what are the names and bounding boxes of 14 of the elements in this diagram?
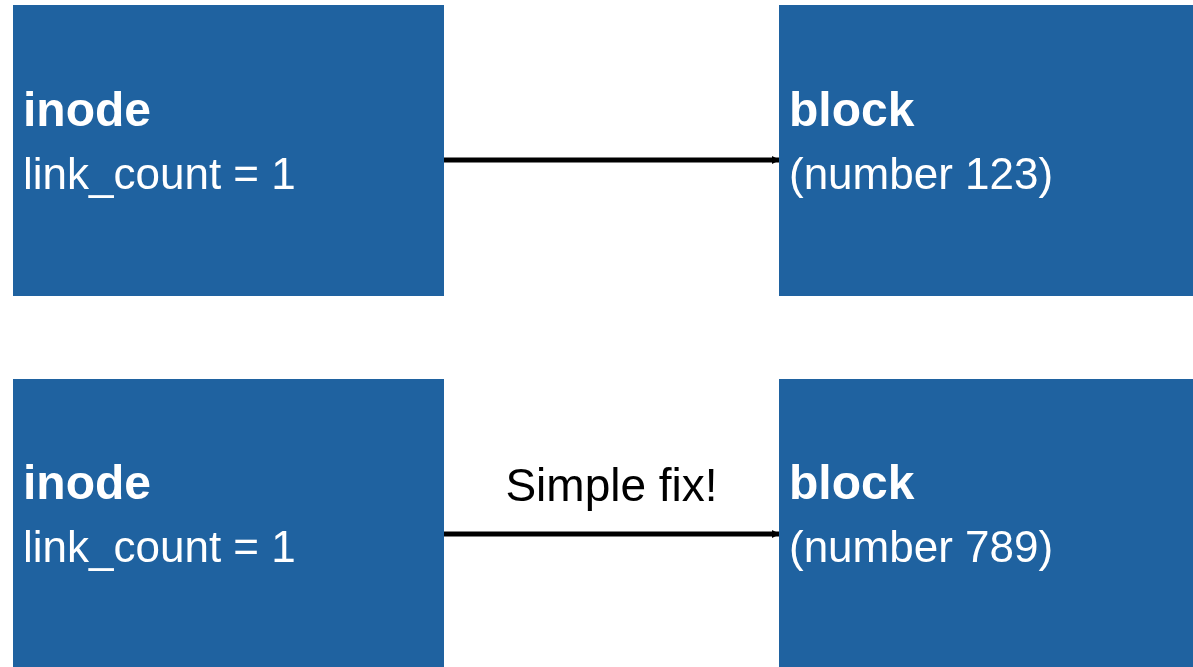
node-detail: (number 123) <box>789 148 1055 201</box>
node-title: block <box>789 454 916 511</box>
node-detail: link_count = 1 <box>23 520 297 573</box>
inode-box <box>779 5 1193 296</box>
inode-box <box>13 379 444 667</box>
node-title: inode <box>23 82 152 139</box>
inode-box <box>779 379 1193 667</box>
arrow <box>444 530 780 538</box>
node-title: inode <box>23 454 152 511</box>
node-detail: (number 789) <box>789 520 1055 573</box>
node-title: block <box>789 82 916 139</box>
node-detail: link_count = 1 <box>23 148 297 201</box>
inode-box <box>13 5 444 296</box>
arrow <box>444 156 780 164</box>
